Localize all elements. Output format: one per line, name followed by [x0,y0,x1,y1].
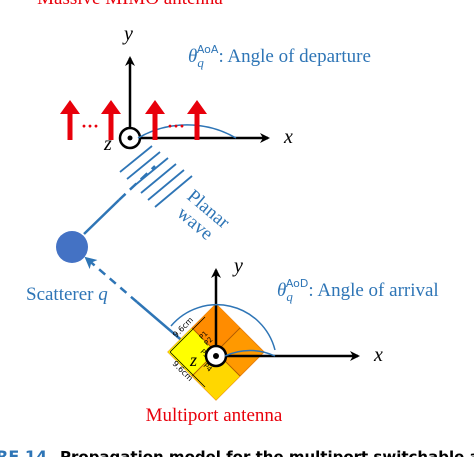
top-z-label: z [103,133,112,155]
scatterer [56,231,88,263]
bottom-z-label: z [189,350,197,370]
bottom-z-axis-dot [213,353,219,359]
antenna-element-arrow [101,100,121,140]
departure-angle-arc [137,124,237,139]
antenna-element-arrow [187,100,207,140]
antenna-dots-left: ··· [81,116,99,136]
port-label: P1 [198,330,210,342]
path-scatterer-to-top-dashed [118,165,156,201]
top-x-label: x [283,126,293,148]
arrival-angle-arc-outer [170,304,276,351]
bottom-x-label: x [373,344,383,366]
bottom-axes: y x z [189,255,383,370]
path-scatterer-to-top [83,199,120,235]
antenna-element-arrow [145,100,165,140]
figure-caption-prefix: RE 14 [0,447,47,457]
scatterer-label: Scatterer q [26,284,108,305]
antenna-dots-right: ··· [167,116,185,136]
arrival-angle-arc [224,349,276,357]
figure-caption-text: Propagation model for the multiport swit… [60,448,474,457]
top-y-label: y [122,23,133,45]
planar-wave-lines [119,145,193,208]
port-label: P2 [203,336,215,348]
departure-angle-label: θqAoA: Angle of departure [188,43,371,70]
top-z-axis-dot [127,135,133,141]
multiport-antenna-label: Multiport antenna [146,405,283,426]
massive-mimo-title: Massive MIMO antenna [37,0,223,9]
port-label: P3 [199,348,211,360]
antenna-element-arrow [60,100,80,140]
bottom-y-label: y [232,255,243,277]
antenna-elements: ··· ··· [60,100,207,140]
arrival-angle-label: θqAoD: Angle of arrival [277,277,439,304]
path-bottom-to-scatterer-dashed [84,256,138,303]
